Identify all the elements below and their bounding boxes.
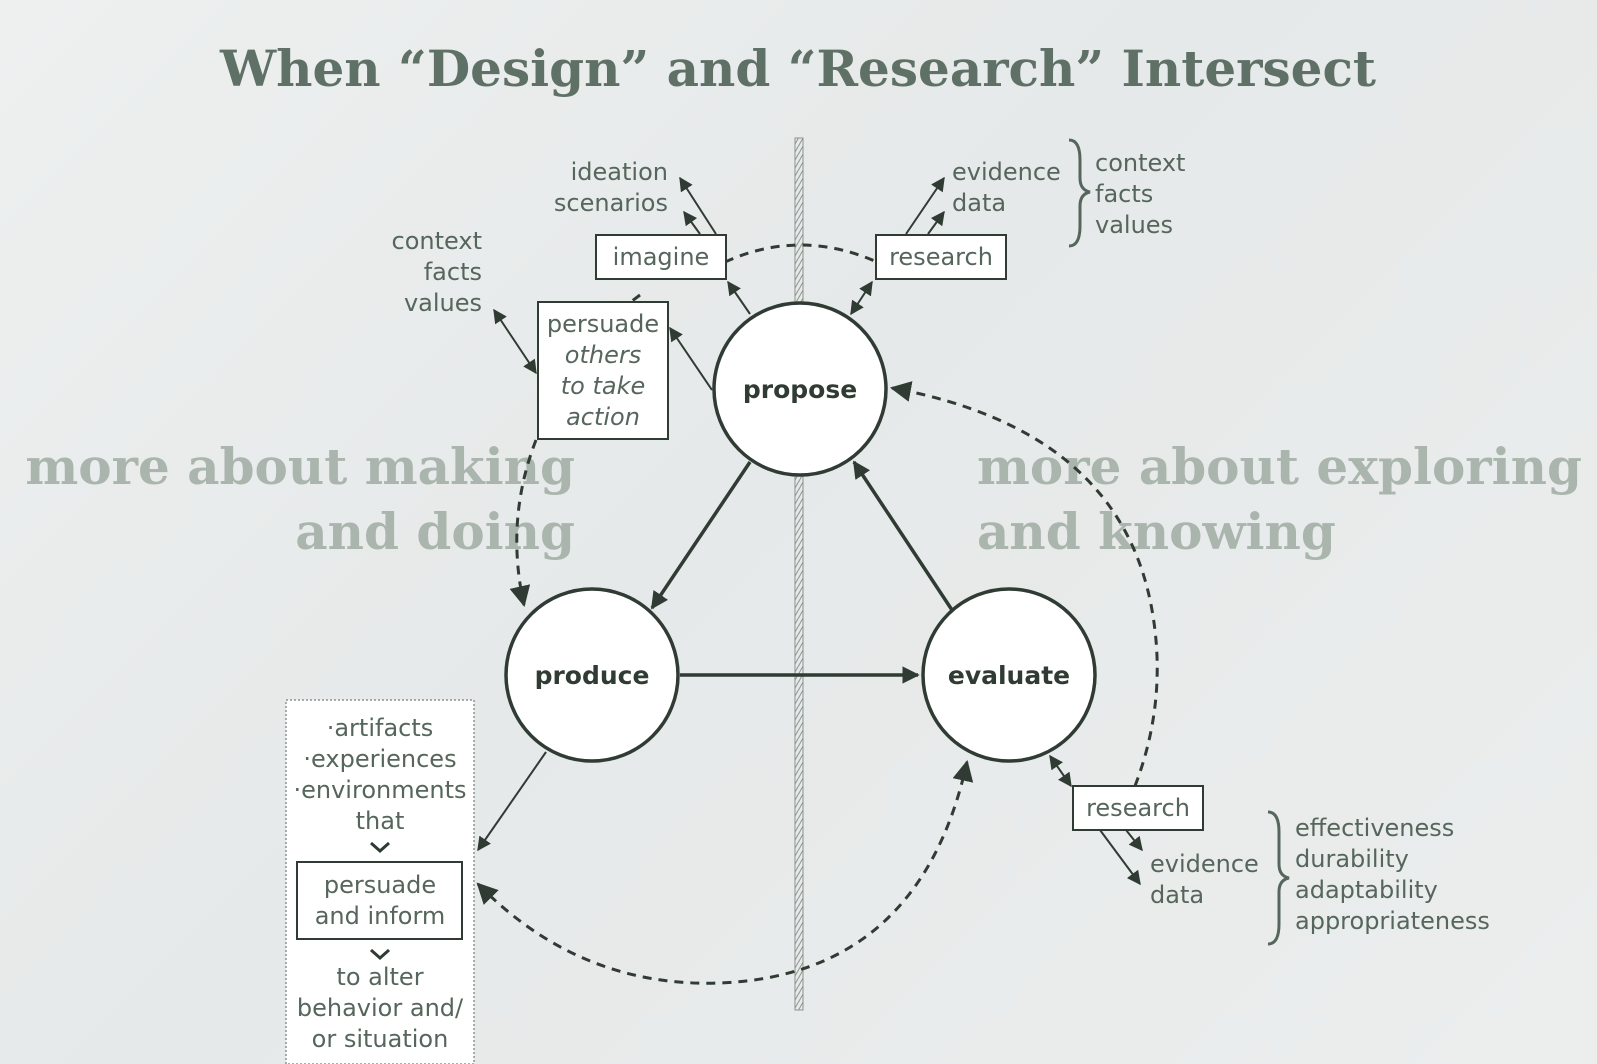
node-evaluate: evaluate bbox=[921, 587, 1097, 763]
box-persuade-label: persuade bbox=[547, 310, 659, 338]
node-produce: produce bbox=[504, 587, 680, 763]
label-context-top-right-2: facts bbox=[1095, 180, 1153, 208]
dashed-arc-imagine-persuade bbox=[627, 293, 641, 306]
region-exploring-line1: more about exploring bbox=[977, 437, 1582, 496]
output-that: that bbox=[356, 807, 405, 835]
alter-line3: or situation bbox=[312, 1025, 449, 1053]
region-making-line2: and doing bbox=[295, 502, 575, 561]
arrow-produce-outputs bbox=[477, 751, 547, 852]
box-imagine-frame bbox=[595, 234, 727, 280]
label-context-left-1: context bbox=[392, 227, 482, 255]
box-persuade-italic-3: action bbox=[566, 403, 640, 431]
label-quality-3: adaptability bbox=[1295, 876, 1438, 904]
arrow-imagine-scenarios bbox=[683, 210, 701, 235]
node-propose-label: propose bbox=[743, 375, 857, 404]
box-persuade-inform-line2: and inform bbox=[315, 902, 446, 930]
label-quality-2: durability bbox=[1295, 845, 1409, 873]
label-evidence-top-2: data bbox=[952, 189, 1006, 217]
connector-arrows bbox=[477, 176, 1143, 886]
box-persuade-inform-frame bbox=[296, 861, 463, 940]
page-title: When “Design” and “Research” Intersect bbox=[219, 39, 1376, 98]
label-quality-1: effectiveness bbox=[1295, 814, 1454, 842]
box-research-top-frame bbox=[875, 234, 1007, 280]
label-evidence-bottom-1: evidence bbox=[1150, 850, 1259, 878]
node-evaluate-label: evaluate bbox=[948, 661, 1070, 690]
center-divider bbox=[794, 137, 804, 1011]
arrow-evaluate-propose bbox=[852, 460, 954, 611]
label-ideation-1: ideation bbox=[571, 158, 668, 186]
arrow-research-data-bottom bbox=[1099, 829, 1141, 886]
box-research-bottom-label: research bbox=[1086, 794, 1190, 822]
arrow-evaluate-research bbox=[1049, 754, 1072, 788]
output-environments: ·environments bbox=[294, 776, 467, 804]
dashed-arc-bottom bbox=[476, 759, 974, 985]
node-evaluate-circle bbox=[921, 587, 1097, 763]
box-research-bottom: research bbox=[1072, 785, 1204, 831]
dashed-cycle bbox=[476, 243, 1159, 985]
region-making: more about making and doing bbox=[25, 437, 575, 561]
arrow-persuade-context bbox=[493, 308, 537, 375]
node-propose: propose bbox=[712, 301, 888, 477]
arrow-propose-research bbox=[850, 280, 873, 316]
label-evidence-top: evidence data bbox=[952, 158, 1061, 217]
label-ideation-2: scenarios bbox=[554, 189, 668, 217]
chevron-down-icon bbox=[370, 841, 390, 854]
alter-line1: to alter bbox=[336, 963, 423, 991]
dashed-arc-top bbox=[724, 243, 878, 264]
label-context-left-3: values bbox=[404, 289, 482, 317]
label-context-top-right: context facts values bbox=[1095, 149, 1185, 239]
arrow-research-data bbox=[927, 210, 945, 235]
label-quality-4: appropriateness bbox=[1295, 907, 1490, 935]
arrow-research-evidence-bottom bbox=[1125, 829, 1143, 852]
label-context-top-right-1: context bbox=[1095, 149, 1185, 177]
label-context-top-right-3: values bbox=[1095, 211, 1173, 239]
label-ideation: ideation scenarios bbox=[554, 158, 668, 217]
alter-line2: behavior and/ bbox=[297, 994, 464, 1022]
label-evidence-bottom-2: data bbox=[1150, 881, 1204, 909]
box-research-top-label: research bbox=[889, 243, 993, 271]
arrow-propose-imagine bbox=[727, 280, 751, 315]
arrow-propose-persuade bbox=[669, 326, 713, 391]
box-imagine: imagine bbox=[595, 234, 727, 280]
arrow-propose-produce bbox=[650, 461, 752, 610]
dashed-arc-right bbox=[889, 381, 1159, 787]
arrow-research-evidence bbox=[905, 176, 945, 235]
arrow-imagine-ideation bbox=[679, 176, 717, 235]
output-artifacts: ·artifacts bbox=[327, 714, 434, 742]
box-persuade-italic-1: others bbox=[565, 341, 641, 369]
cycle-arrows bbox=[650, 460, 954, 684]
label-context-left-2: facts bbox=[424, 258, 482, 286]
region-exploring: more about exploring and knowing bbox=[977, 437, 1582, 561]
node-produce-circle bbox=[504, 587, 680, 763]
label-qualities: effectiveness durability adaptability ap… bbox=[1295, 814, 1490, 935]
label-evidence-top-1: evidence bbox=[952, 158, 1061, 186]
box-persuade-italic-2: to take bbox=[561, 372, 646, 400]
label-evidence-bottom: evidence data bbox=[1150, 850, 1259, 909]
box-persuade-inform-line1: persuade bbox=[324, 871, 436, 899]
node-produce-label: produce bbox=[535, 661, 650, 690]
box-research-top: research bbox=[875, 234, 1007, 280]
dashed-arc-persuade-produce bbox=[509, 439, 538, 608]
brace-bottom-right bbox=[1267, 810, 1290, 946]
outputs-panel: ·artifacts ·experiences ·environments th… bbox=[285, 699, 475, 1064]
output-experiences: ·experiences bbox=[303, 745, 456, 773]
box-persuade-others-frame bbox=[537, 301, 669, 440]
box-imagine-label: imagine bbox=[613, 243, 710, 271]
brace-top-right bbox=[1068, 138, 1091, 248]
label-context-left: context facts values bbox=[392, 227, 482, 317]
box-research-bottom-frame bbox=[1072, 785, 1204, 831]
node-propose-circle bbox=[712, 301, 888, 477]
region-making-line1: more about making bbox=[25, 437, 575, 496]
region-exploring-line2: and knowing bbox=[977, 502, 1336, 561]
box-persuade-others: persuade others to take action bbox=[537, 301, 669, 440]
chevron-down-icon bbox=[370, 948, 390, 961]
